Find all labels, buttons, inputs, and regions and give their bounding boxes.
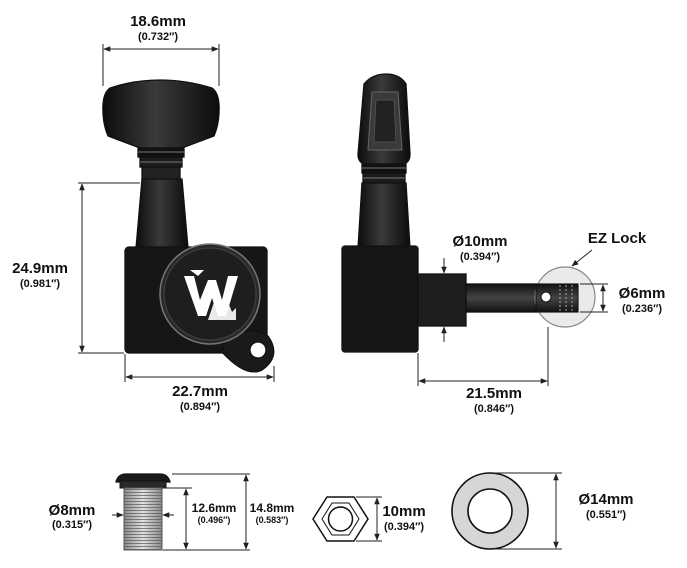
washer-diameter-mm: Ø14mm bbox=[578, 491, 633, 508]
housing-height-inch: (0.981″) bbox=[20, 278, 60, 290]
washer: Ø14mm (0.551″) bbox=[451, 472, 634, 550]
washer-diameter-inch: (0.551″) bbox=[586, 509, 626, 521]
hex-nut-mm: 10mm bbox=[382, 503, 425, 520]
post-diameter-mm: Ø6mm bbox=[619, 285, 666, 302]
housing-width-inch: (0.894″) bbox=[180, 401, 220, 413]
button-shaft bbox=[135, 178, 189, 249]
total-length-inch: (0.583″) bbox=[256, 515, 289, 525]
mounting-tab bbox=[221, 330, 275, 373]
shaft-diameter-inch: (0.394″) bbox=[460, 251, 500, 263]
post-length-inch: (0.846″) bbox=[474, 403, 514, 415]
lock-hole bbox=[540, 291, 552, 303]
hex-nut-inch: (0.394″) bbox=[384, 521, 424, 533]
bushing-diameter-inch: (0.315″) bbox=[52, 519, 92, 531]
ez-lock-label: EZ Lock bbox=[588, 230, 647, 247]
hex-nut: 10mm (0.394″) bbox=[312, 496, 426, 542]
thread-length-inch: (0.496″) bbox=[198, 515, 231, 525]
mounting-hole bbox=[249, 341, 267, 359]
thread-length-mm: 12.6mm bbox=[192, 501, 237, 515]
bushing: Ø8mm (0.315″) 12.6mm (0.496″) 14.8mm (0.… bbox=[49, 473, 295, 551]
bushing-flange bbox=[115, 473, 171, 483]
washer-hole bbox=[467, 488, 513, 534]
button-width-mm: 18.6mm bbox=[130, 13, 186, 30]
tuner-button bbox=[102, 79, 220, 149]
total-length-mm: 14.8mm bbox=[250, 501, 295, 515]
shaft-diameter-mm: Ø10mm bbox=[452, 233, 507, 250]
housing-width-mm: 22.7mm bbox=[172, 383, 228, 400]
post-length-mm: 21.5mm bbox=[466, 385, 522, 402]
post-diameter-inch: (0.236″) bbox=[622, 303, 662, 315]
side-view: Ø10mm (0.394″) EZ Lock Ø6mm (0.236″) 21.… bbox=[341, 73, 666, 415]
post-collar bbox=[417, 273, 467, 327]
front-view: 18.6mm (0.732″) 24.9mm (0.981″) 22.7mm (… bbox=[12, 13, 275, 413]
button-width-inch: (0.732″) bbox=[138, 31, 178, 43]
housing-height-mm: 24.9mm bbox=[12, 260, 68, 277]
bushing-diameter-mm: Ø8mm bbox=[49, 502, 96, 519]
wilkinson-w-logo-icon bbox=[184, 270, 238, 320]
housing-side bbox=[341, 245, 419, 353]
